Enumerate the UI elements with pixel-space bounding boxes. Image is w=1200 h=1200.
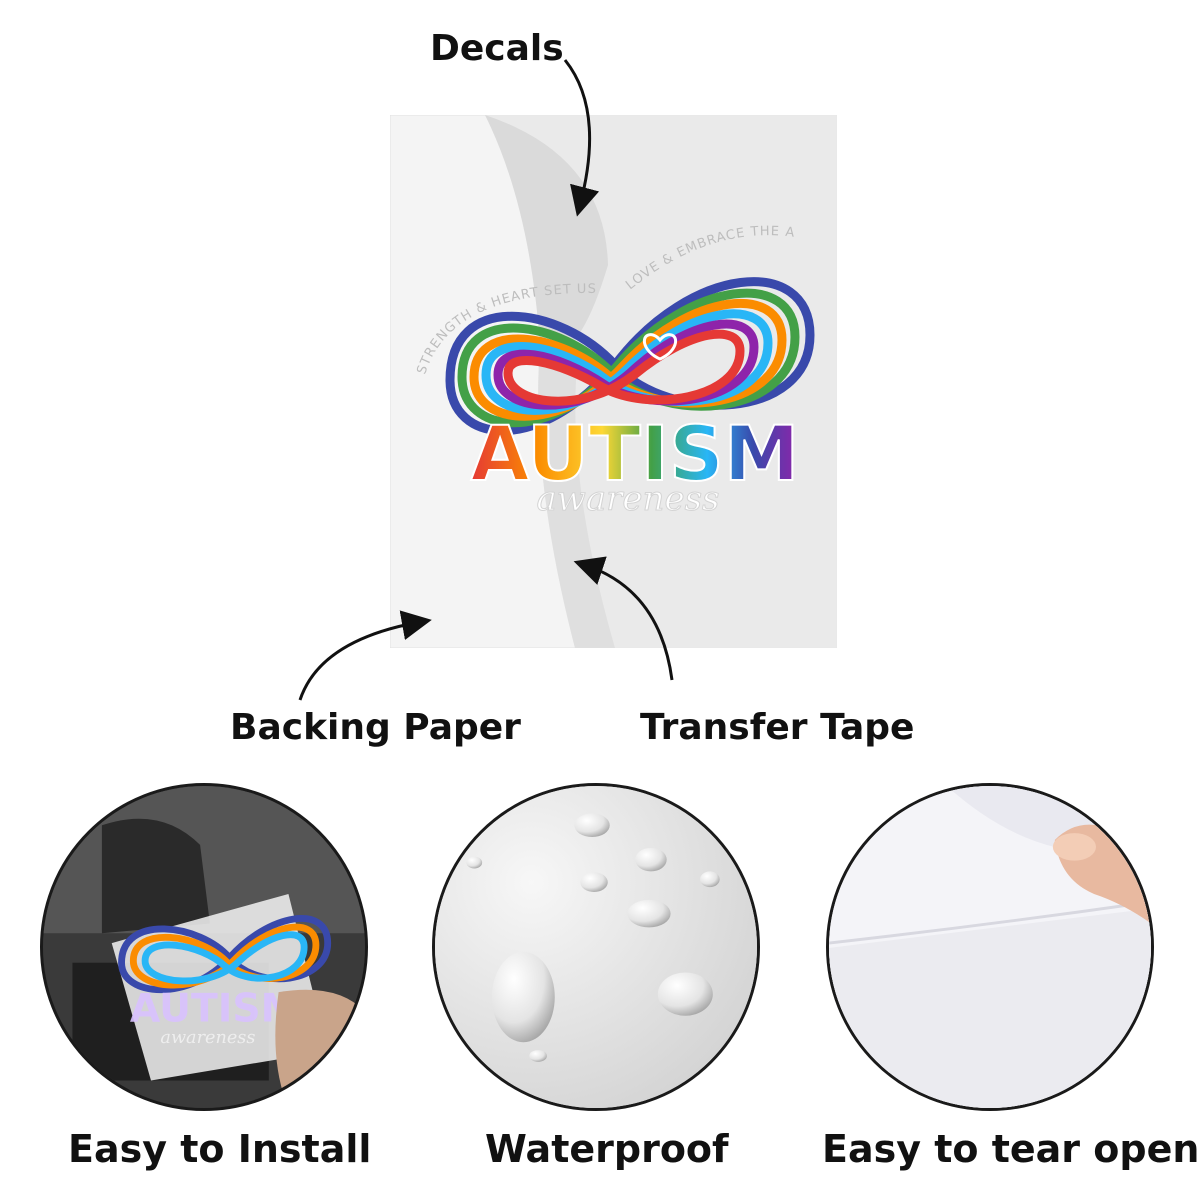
- heart-icon: [643, 333, 677, 361]
- decal-main-word: AUTISM: [471, 409, 800, 498]
- peel-photo-icon: [829, 786, 1151, 1108]
- decal-sheet-graphic: STRENGTH & HEART SET US APART LOVE & EMB…: [384, 104, 838, 649]
- transfer-tape-edge: [538, 345, 615, 648]
- transfer-tape-label: Transfer Tape: [640, 707, 915, 748]
- easy-install-photo: AUTISM awareness: [40, 783, 368, 1111]
- feature-label-waterproof: Waterproof: [485, 1127, 729, 1171]
- svg-text:awareness: awareness: [160, 1028, 255, 1048]
- transfer-tape-fold: [485, 115, 608, 352]
- decal-sheet: STRENGTH & HEART SET US APART LOVE & EMB…: [384, 104, 838, 649]
- install-photo-icon: AUTISM awareness: [43, 786, 365, 1108]
- decal-script-word: awareness: [537, 479, 720, 519]
- waterproof-photo: [432, 783, 760, 1111]
- svg-text:AUTISM: AUTISM: [130, 987, 300, 1032]
- backing-paper-label: Backing Paper: [230, 707, 521, 748]
- feature-label-tear-open: Easy to tear open: [822, 1127, 1200, 1171]
- infinity-symbol: [445, 277, 815, 436]
- decals-label: Decals: [430, 28, 564, 69]
- water-drops-icon: [435, 786, 757, 1108]
- tear-open-photo: [826, 783, 1154, 1111]
- feature-label-install: Easy to Install: [68, 1127, 372, 1171]
